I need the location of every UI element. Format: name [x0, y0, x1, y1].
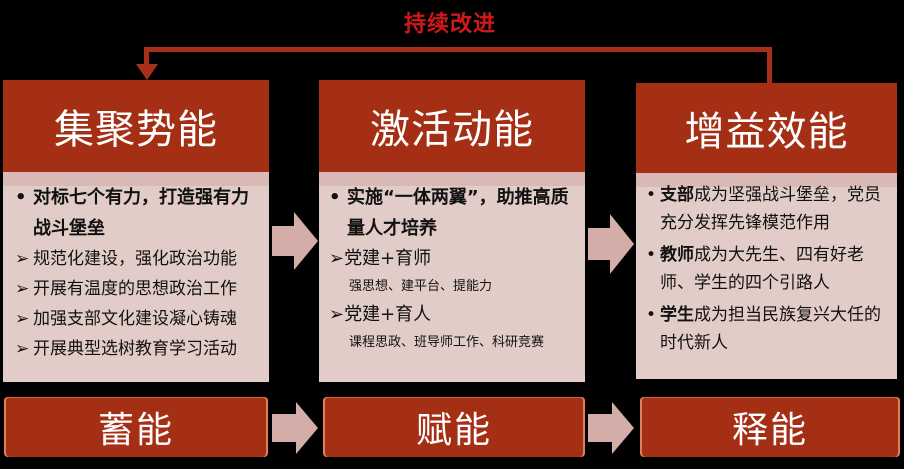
arrow-right-icon	[588, 214, 634, 274]
phase-empower: 赋能	[323, 397, 585, 457]
list-item: ➢加强支部文化建设凝心铸魂	[15, 304, 263, 334]
list-subitem: 课程思政、班导师工作、科研竞赛	[349, 335, 545, 350]
bullet-icon: •	[15, 187, 27, 208]
list-item: • 对标七个有力，打造强有力战斗堡垒	[15, 182, 263, 244]
loop-line-right	[767, 47, 772, 83]
list-item: ➢开展典型选树教育学习活动	[15, 334, 263, 364]
stage-title: 集聚势能	[3, 80, 269, 172]
arrow-bullet-icon: ➢	[15, 309, 30, 329]
bullet-icon: •	[329, 187, 341, 208]
stage-gather: 集聚势能 • 对标七个有力，打造强有力战斗堡垒 ➢规范化建设，强化政治功能 ➢开…	[3, 80, 269, 382]
arrow-right-icon	[272, 212, 318, 270]
list-item: • 学生成为担当民族复兴大任的时代新人	[646, 301, 891, 357]
bullet-icon: •	[646, 185, 657, 205]
stage-title: 增益效能	[636, 83, 897, 173]
stage-benefit: 增益效能 • 支部成为坚强战斗堡垒，党员充分发挥先锋模范作用 • 教师成为大先生…	[636, 83, 897, 379]
arrow-bullet-icon: ➢	[329, 248, 345, 269]
loop-line-top	[144, 47, 772, 52]
stage-body: • 对标七个有力，打造强有力战斗堡垒 ➢规范化建设，强化政治功能 ➢开展有温度的…	[3, 172, 269, 382]
loop-arrowhead-icon	[136, 64, 158, 80]
stage-activate: 激活动能 • 实施“一体两翼”，助推高质量人才培养 ➢党建+育师 强思想、建平台…	[319, 80, 585, 382]
arrow-bullet-icon: ➢	[15, 339, 30, 359]
stage-body: • 支部成为坚强战斗堡垒，党员充分发挥先锋模范作用 • 教师成为大先生、四有好老…	[636, 173, 897, 379]
loop-line-left	[144, 47, 149, 69]
loop-label: 持续改进	[403, 12, 496, 37]
arrow-right-icon	[588, 402, 634, 454]
arrow-bullet-icon: ➢	[15, 249, 30, 269]
arrow-bullet-icon: ➢	[15, 279, 30, 299]
list-item: • 实施“一体两翼”，助推高质量人才培养	[329, 182, 579, 244]
list-item: • 教师成为大先生、四有好老师、学生的四个引路人	[646, 241, 891, 297]
list-subitem: 强思想、建平台、提能力	[349, 279, 493, 294]
phase-store: 蓄能	[4, 397, 268, 457]
bullet-icon: •	[646, 245, 657, 265]
stage-body: • 实施“一体两翼”，助推高质量人才培养 ➢党建+育师 强思想、建平台、提能力 …	[319, 172, 585, 382]
list-item: ➢规范化建设，强化政治功能	[15, 244, 263, 274]
phase-release: 释能	[640, 397, 900, 457]
list-item: ➢党建+育师	[329, 248, 432, 269]
list-item: • 支部成为坚强战斗堡垒，党员充分发挥先锋模范作用	[646, 181, 891, 237]
arrow-bullet-icon: ➢	[329, 304, 345, 325]
stage-title: 激活动能	[319, 80, 585, 172]
arrow-right-icon	[272, 402, 318, 454]
list-item: ➢开展有温度的思想政治工作	[15, 274, 263, 304]
bullet-icon: •	[646, 305, 657, 325]
list-item: ➢党建+育人	[329, 304, 432, 325]
